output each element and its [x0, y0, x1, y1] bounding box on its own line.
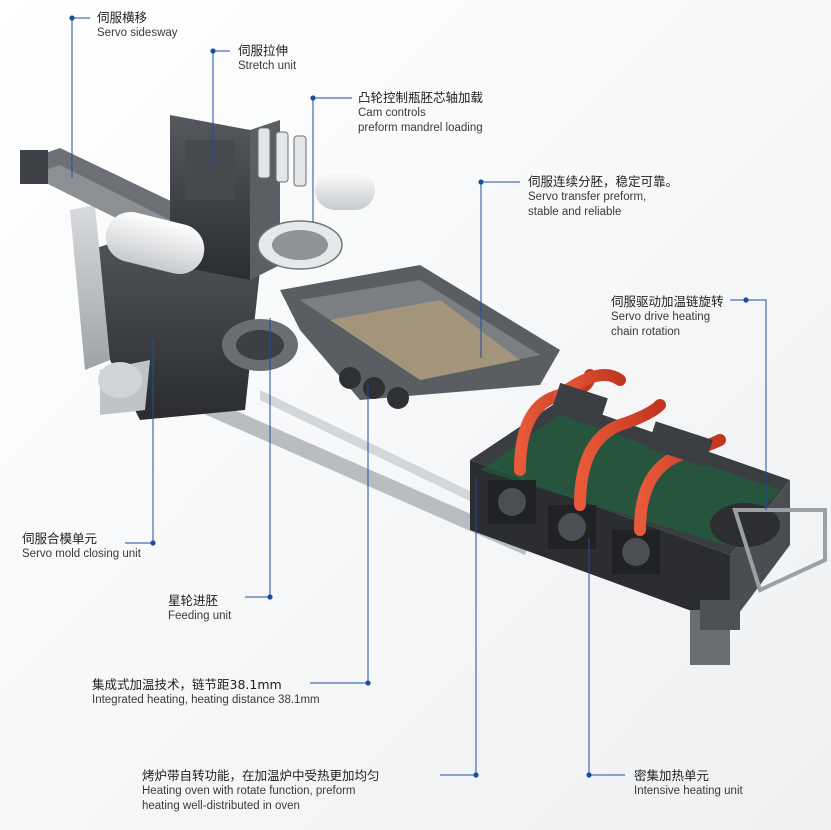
label-servo-sidesway: 伺服横移 Servo sidesway [97, 10, 178, 41]
air-tank-left [105, 211, 205, 275]
label-feeding-unit: 星轮进胚 Feeding unit [168, 593, 231, 624]
label-en: heating well-distributed in oven [142, 800, 300, 813]
label-en: chain rotation [611, 326, 681, 339]
label-cn: 伺服横移 [97, 10, 148, 25]
label-en: Servo drive heating [611, 311, 711, 324]
cam-cylinders [257, 127, 307, 187]
label-servo-transfer: 伺服连续分胚，稳定可靠。 Servo transfer preform, sta… [528, 174, 678, 220]
label-en: stable and reliable [528, 206, 622, 219]
label-cn: 伺服驱动加温链旋转 [611, 294, 724, 309]
heater-boxes [488, 480, 660, 574]
air-tank-right [315, 170, 375, 210]
label-cn: 伺服拉伸 [238, 43, 289, 58]
label-en: Cam controls [358, 107, 426, 120]
label-en: Servo sidesway [97, 27, 178, 40]
label-cn: 凸轮控制瓶胚芯轴加载 [358, 90, 484, 105]
label-en: Servo transfer preform, [528, 191, 647, 204]
label-stretch-unit: 伺服拉伸 Stretch unit [238, 43, 296, 74]
leader-lines [71, 18, 767, 775]
label-en: preform mandrel loading [358, 122, 483, 135]
label-servo-mold-closing: 伺服合模单元 Servo mold closing unit [22, 531, 141, 562]
label-en: Intensive heating unit [634, 785, 743, 798]
label-cn: 星轮进胚 [168, 593, 219, 608]
label-cn: 集成式加温技术，链节距38.1mm [92, 677, 282, 692]
label-intensive-heating: 密集加热单元 Intensive heating unit [634, 768, 743, 799]
label-heating-oven: 烤炉带自转功能，在加温炉中受热更加均匀 Heating oven with ro… [142, 768, 380, 814]
label-en: Heating oven with rotate function, prefo… [142, 785, 356, 798]
sidesway-rail [25, 148, 200, 228]
label-integrated-heating: 集成式加温技术，链节距38.1mm Integrated heating, he… [92, 677, 320, 708]
label-cn: 密集加热单元 [634, 768, 710, 783]
label-en: Integrated heating, heating distance 38.… [92, 694, 320, 707]
label-cam-controls: 凸轮控制瓶胚芯轴加载 Cam controls preform mandrel … [358, 90, 483, 136]
label-en: Stretch unit [238, 60, 297, 73]
label-en: Feeding unit [168, 610, 232, 623]
label-en: Servo mold closing unit [22, 548, 141, 561]
label-cn: 伺服连续分胚，稳定可靠。 [528, 174, 679, 189]
label-cn: 伺服合模单元 [22, 531, 98, 546]
label-cn: 烤炉带自转功能，在加温炉中受热更加均匀 [142, 768, 380, 783]
label-servo-drive-chain: 伺服驱动加温链旋转 Servo drive heating chain rota… [611, 294, 724, 340]
chain-end-wheel [710, 503, 780, 547]
base-rail [195, 395, 530, 555]
